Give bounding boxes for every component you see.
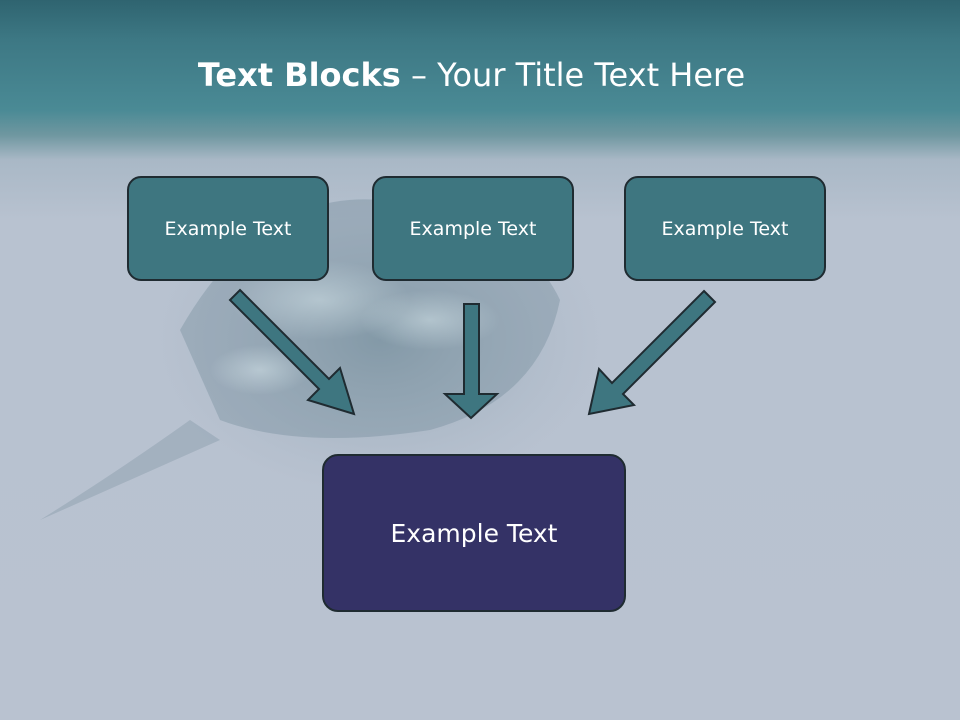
text-block-1[interactable]: Example Text — [127, 176, 329, 281]
target-text-block[interactable]: Example Text — [322, 454, 626, 612]
arrow-left-icon — [228, 288, 356, 416]
text-block-2[interactable]: Example Text — [372, 176, 574, 281]
target-text-block-label: Example Text — [390, 518, 558, 548]
text-block-3[interactable]: Example Text — [624, 176, 826, 281]
arrow-right-icon — [587, 289, 717, 416]
slide-title: Text Blocks – Your Title Text Here — [0, 52, 943, 98]
text-block-1-label: Example Text — [164, 217, 292, 240]
arrow-down-icon — [442, 303, 500, 420]
text-block-3-label: Example Text — [661, 217, 789, 240]
title-bold: Text Blocks — [197, 56, 401, 94]
title-rest: – Your Title Text Here — [400, 56, 746, 94]
text-block-2-label: Example Text — [409, 217, 537, 240]
